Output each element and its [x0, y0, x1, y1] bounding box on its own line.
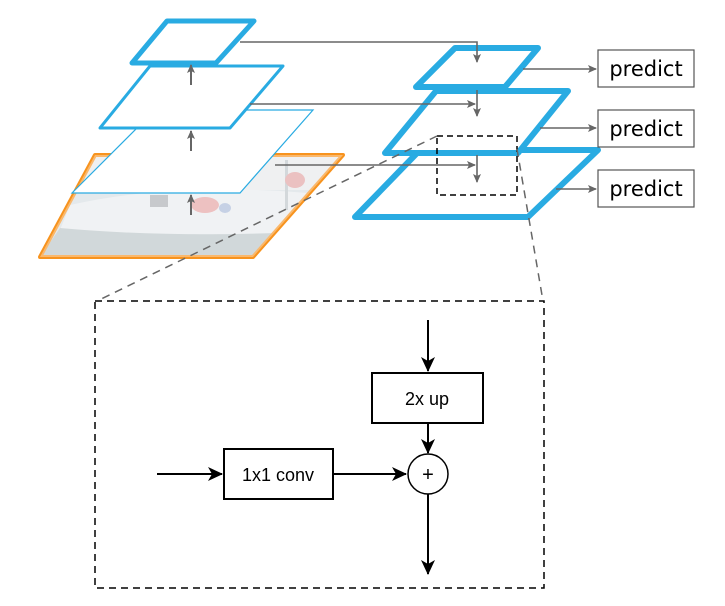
left-level-1	[129, 18, 257, 66]
predict-box-1: predict	[597, 49, 695, 88]
right-level-1	[413, 45, 541, 90]
conv1x1-label: 1x1 conv	[242, 465, 314, 485]
left-level-3	[70, 109, 315, 194]
upsample-label: 2x up	[405, 389, 449, 409]
plus-icon: +	[422, 464, 434, 486]
detail-box	[94, 300, 545, 589]
merge-add-node: +	[407, 453, 449, 495]
upsample-box: 2x up	[371, 372, 484, 424]
conv1x1-box: 1x1 conv	[223, 448, 334, 500]
zoom-projection-line	[516, 148, 544, 302]
predict-label: predict	[609, 117, 682, 141]
lateral-connection	[240, 41, 481, 63]
predict-box-3: predict	[597, 169, 695, 208]
zoom-projection-line	[96, 135, 438, 302]
zoom-region-box	[436, 135, 518, 196]
predict-box-2: predict	[597, 109, 695, 148]
predict-label: predict	[609, 57, 682, 81]
right-level-3	[352, 147, 601, 220]
left-level-2	[98, 64, 285, 130]
predict-label: predict	[609, 177, 682, 201]
